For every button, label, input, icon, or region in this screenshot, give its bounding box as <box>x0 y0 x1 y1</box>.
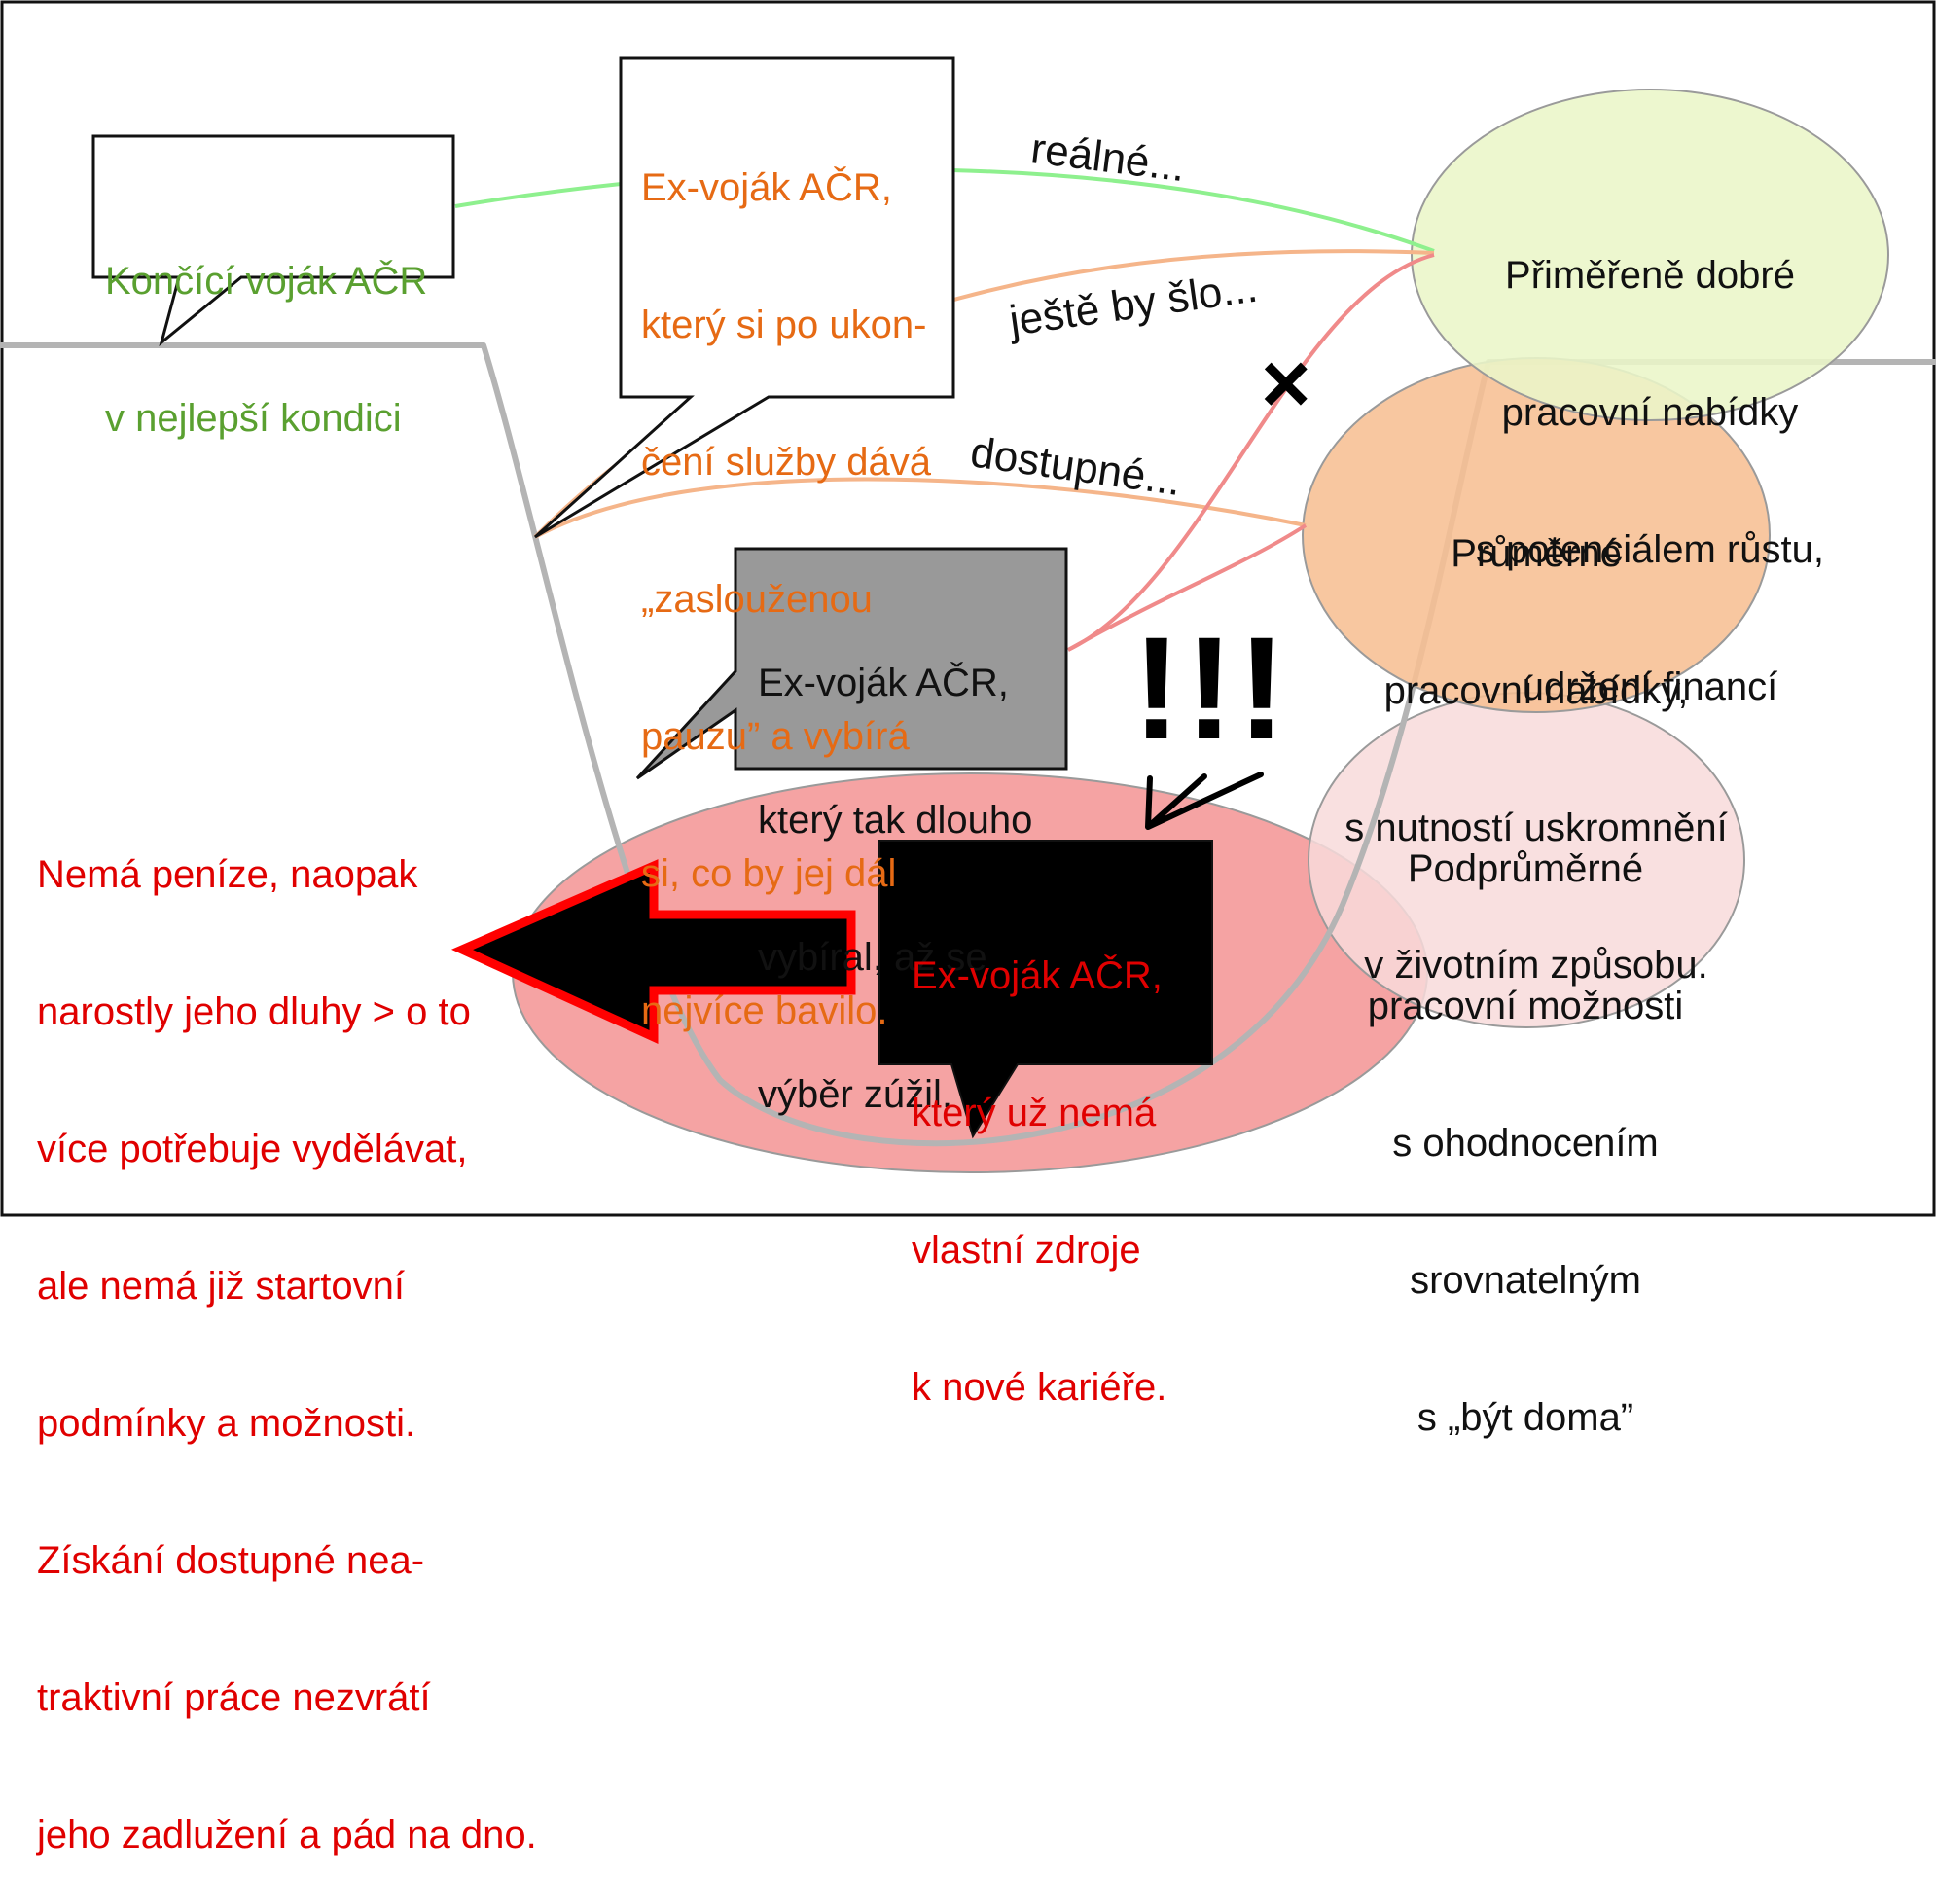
text-line: Ex-voják AČR, <box>641 166 892 209</box>
text-line: s „být doma” <box>1416 1396 1634 1439</box>
choosing-soldier-text: Ex-voják AČR, který tak dlouho vybíral, … <box>758 569 1032 1164</box>
warning-pointer-lines <box>1145 772 1264 830</box>
text-line: Přiměřeně dobré <box>1505 254 1795 297</box>
text-line: nejvíce bavilo. <box>641 989 888 1032</box>
text-line: „zaslouženou <box>641 578 873 621</box>
text-line: s potenciálem růstu, <box>1476 528 1824 571</box>
text-line: ale nemá již startovní <box>37 1265 405 1308</box>
text-line: Získání dostupné nea- <box>37 1539 425 1582</box>
text-line: narostly jeho dluhy > o to <box>37 990 471 1033</box>
text-line: s ohodnocením <box>1392 1122 1659 1165</box>
broke-soldier-text: Ex-voják AČR, který už nemá vlastní zdro… <box>912 862 1166 1456</box>
warning-exclamations: !!! <box>1132 606 1290 770</box>
text-line: pracovní nabídky <box>1501 391 1799 434</box>
below-average-offers-text: Podprůměrné pracovní možnosti s ohodnoce… <box>1341 755 1710 1487</box>
text-line: k nové kariéře. <box>912 1366 1167 1409</box>
text-line: který si po ukon- <box>641 304 927 346</box>
text-line: který už nemá <box>912 1092 1157 1134</box>
text-line: více potřebuje vydělávat, <box>37 1128 468 1170</box>
cross-icon: × <box>1261 335 1311 431</box>
text-line: udržení financí <box>1522 665 1778 708</box>
text-line: pauzu” a vybírá <box>641 715 910 758</box>
consequence-text: Nemá peníze, naopak narostly jeho dluhy … <box>37 761 537 1904</box>
average-offers-text: Průměrné pracovní nabídky, s nutností us… <box>1322 440 1750 1034</box>
text-line: Ex-voják AČR, <box>758 662 1009 704</box>
good-offers-ellipse <box>1411 89 1889 421</box>
text-line: vlastní zdroje <box>912 1229 1141 1272</box>
text-line: vybíral, až se <box>758 936 987 979</box>
text-line: výběr zúžil. <box>758 1073 953 1116</box>
broke-soldier-bubble <box>878 840 1213 1139</box>
text-line: Průměrné <box>1451 532 1622 575</box>
text-line: srovnatelným <box>1410 1259 1641 1302</box>
choosing-soldier-bubble <box>635 547 1068 780</box>
text-line: pracovní nabídky, <box>1383 669 1689 712</box>
text-line: Podprůměrné <box>1407 847 1644 890</box>
link-red-to-good <box>1067 253 1435 652</box>
text-line: Ex-voják AČR, <box>912 954 1163 997</box>
text-line: Nemá peníze, naopak <box>37 853 418 896</box>
resting-soldier-text: Ex-voják AČR, který si po ukon- čení slu… <box>641 74 931 1080</box>
text-line: s nutností uskromnění <box>1344 807 1728 849</box>
text-line: čení služby dává <box>641 441 931 484</box>
text-line: pracovní možnosti <box>1367 985 1684 1027</box>
text-line: podmínky a možnosti. <box>37 1402 416 1445</box>
text-line: v životním způsobu. <box>1364 944 1708 987</box>
text-line: jeho zadlužení a pád na dno. <box>37 1814 537 1856</box>
text-line: Končící voják AČR <box>105 260 428 303</box>
good-offers-text: Přiměřeně dobré pracovní nabídky s poten… <box>1465 162 1835 756</box>
link-orange-to-average <box>534 477 1307 539</box>
fall-arrow <box>450 859 856 1045</box>
text-line: v nejlepší kondici <box>105 397 402 440</box>
link-red-to-average <box>1067 523 1308 652</box>
text-line: si, co by jej dál <box>641 852 897 895</box>
top-soldier-text: Končící voják AČR v nejlepší kondici <box>105 167 427 487</box>
top-soldier-bubble <box>91 134 455 347</box>
text-line: traktivní práce nezvrátí <box>37 1676 431 1719</box>
career-diagram: Končící voják AČR v nejlepší kondici Ex-… <box>0 0 1936 1856</box>
resting-soldier-bubble <box>533 56 955 539</box>
text-line: který tak dlouho <box>758 799 1033 842</box>
